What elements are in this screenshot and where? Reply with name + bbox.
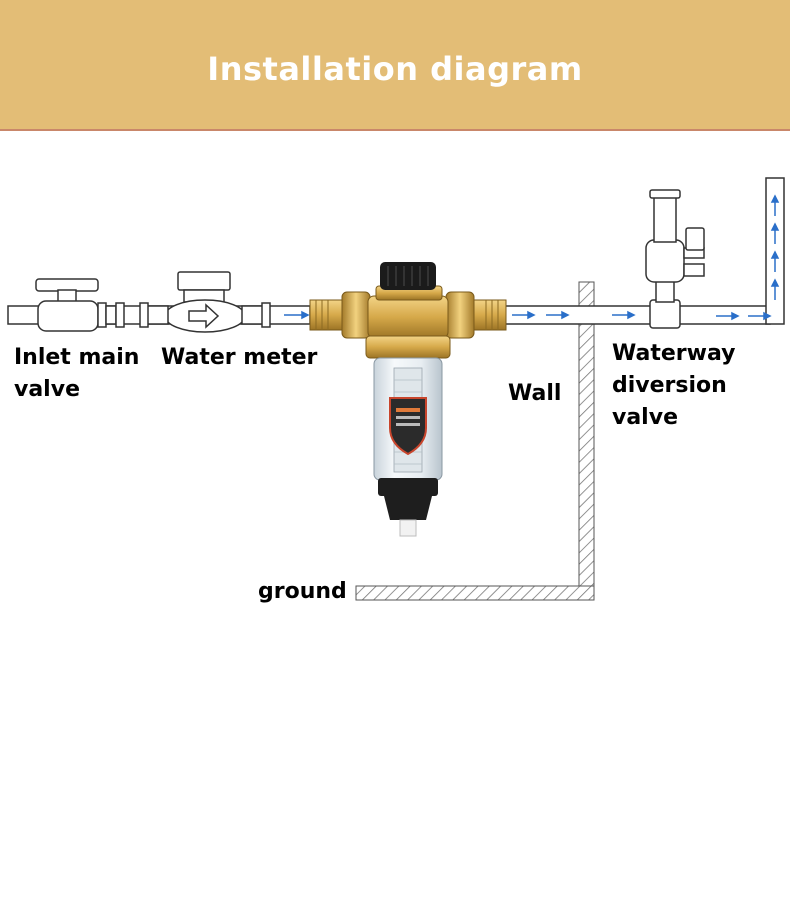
tee-valve-icon [645,189,705,329]
label-ground: ground [258,579,347,604]
header-banner: Installation diagram [0,0,790,131]
prefilter-icon [309,262,507,537]
label-wall: Wall [508,381,562,406]
label-waterway-diversion-valve: Waterway diversion valve [612,341,736,430]
water-meter-icon [139,271,271,333]
ground [355,585,595,601]
page-title: Installation diagram [207,50,583,88]
flow-arrow-icon [284,194,780,321]
label-inlet-main-valve: Inlet main valve [14,345,140,402]
label-water-meter: Water meter [161,345,318,370]
outlet-pipe [497,177,785,325]
ball-valve-icon [35,278,125,332]
wall [578,281,595,601]
